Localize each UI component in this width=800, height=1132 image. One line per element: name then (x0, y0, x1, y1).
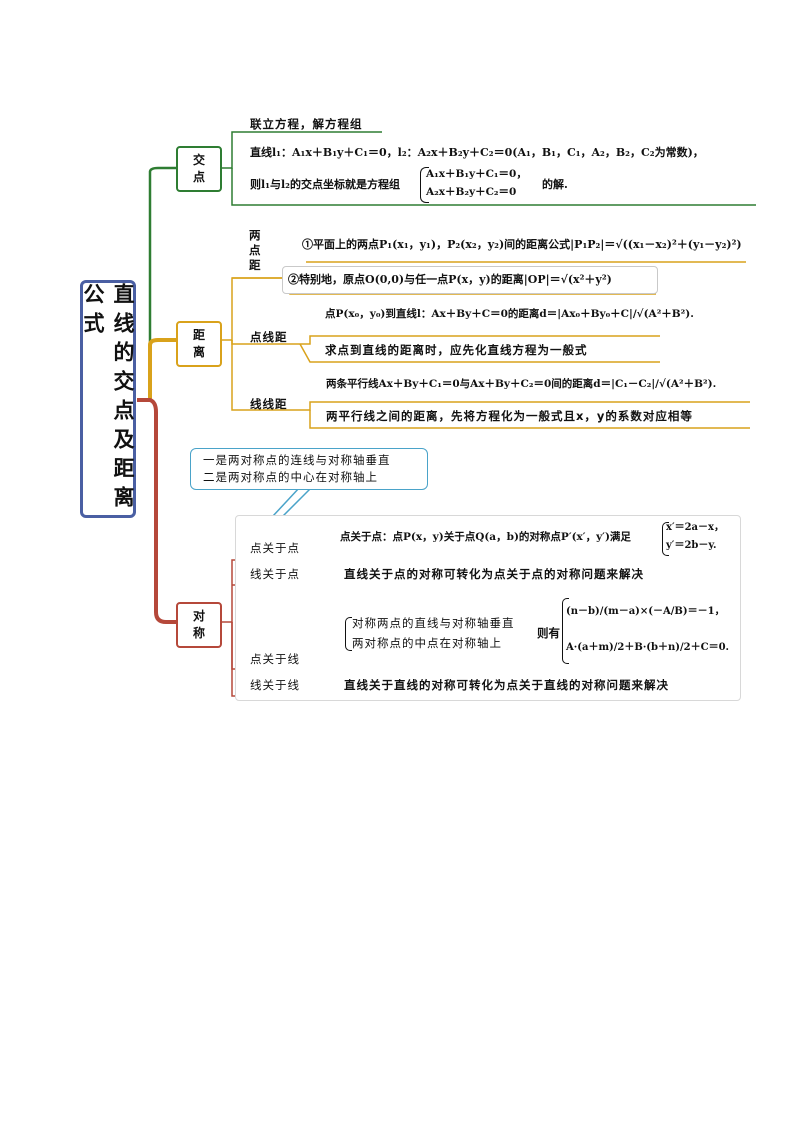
point-line-formula: 点P(x₀，y₀)到直线l：Ax＋By＋C＝0的距离d＝|Ax₀＋By₀＋C|/… (325, 308, 694, 320)
two-points-origin-box (282, 266, 658, 294)
line-line-formula: 两条平行线Ax＋By＋C₁＝0与Ax＋By＋C₂＝0间的距离d＝|C₁－C₂|/… (326, 378, 717, 390)
symmetry-callout (190, 448, 428, 490)
point-line-eq2: A·(a＋m)/2＋B·(b＋n)/2＋C＝0. (566, 642, 730, 653)
node-intersection-label-2: 点 (192, 170, 205, 184)
point-point-eq2: y′＝2b－y. (666, 540, 717, 551)
point-line-sym-label: 点关于线 (250, 652, 300, 666)
line-line-label: 线线距 (250, 397, 288, 411)
point-line-cond1: 对称两点的直线与对称轴垂直 (352, 616, 515, 630)
two-points-label: 两点距 (249, 228, 262, 272)
node-distance-label-1: 距 (192, 328, 205, 342)
intersection-line2-pre: 则l₁与l₂的交点坐标就是方程组 (250, 178, 400, 191)
point-line-then: 则有 (537, 626, 560, 640)
point-line-eq1: (n－b)/(m－a)×(－A/B)＝－1， (566, 606, 725, 617)
symmetry-panel (235, 515, 741, 701)
node-intersection[interactable]: 交 点 (176, 146, 222, 192)
line-point-text: 直线关于点的对称可转化为点关于点的对称问题来解决 (344, 567, 644, 581)
point-line-label: 点线距 (250, 330, 288, 344)
point-line-eq-brace (562, 598, 569, 664)
intersection-eq2: A₂x＋B₂y＋C₂＝0 (426, 186, 517, 198)
intersection-line1: 直线l₁：A₁x＋B₁y＋C₁＝0，l₂：A₂x＋B₂y＋C₂＝0(A₁，B₁，… (250, 146, 704, 159)
two-points-origin-formula: ②特别地，原点O(0,0)与任一点P(x，y)的距离|OP|＝√(x²＋y²) (288, 273, 612, 286)
line-point-label: 线关于点 (250, 567, 300, 581)
point-line-cond-brace (345, 617, 352, 651)
node-symmetry-label-1: 对 (192, 609, 205, 623)
point-point-brace (662, 522, 669, 556)
point-point-eq1: x′＝2a－x， (666, 522, 724, 533)
root-node[interactable]: 直线的交点及距离公式 (80, 280, 136, 518)
symmetry-callout-line1: 一是两对称点的连线与对称轴垂直 (203, 453, 391, 467)
intersection-line2-post: 的解. (542, 178, 568, 191)
intersection-eq1: A₁x＋B₁y＋C₁＝0， (426, 168, 527, 180)
point-line-cond2: 两对称点的中点在对称轴上 (352, 636, 502, 650)
point-point-text: 点关于点：点P(x，y)关于点Q(a，b)的对称点P′(x′，y′)满足 (340, 531, 631, 543)
intersection-heading: 联立方程，解方程组 (250, 117, 363, 131)
root-title: 直线的交点及距离公式 (81, 283, 135, 515)
node-intersection-label-1: 交 (192, 153, 205, 167)
line-line-sym-label: 线关于线 (250, 678, 300, 692)
line-line-sym-text: 直线关于直线的对称可转化为点关于直线的对称问题来解决 (344, 678, 669, 692)
two-points-formula: ①平面上的两点P₁(x₁，y₁)，P₂(x₂，y₂)间的距离公式|P₁P₂|＝√… (302, 238, 742, 251)
symmetry-callout-line2: 二是两对称点的中心在对称轴上 (203, 470, 378, 484)
line-line-note: 两平行线之间的距离，先将方程化为一般式且x，y的系数对应相等 (326, 409, 693, 423)
node-distance-label-2: 离 (192, 345, 205, 359)
point-point-label: 点关于点 (250, 541, 300, 555)
point-line-note: 求点到直线的距离时，应先化直线方程为一般式 (325, 343, 588, 357)
node-symmetry[interactable]: 对 称 (176, 602, 222, 648)
node-symmetry-label-2: 称 (192, 626, 205, 640)
node-distance[interactable]: 距 离 (176, 321, 222, 367)
intersection-brace (420, 167, 429, 203)
